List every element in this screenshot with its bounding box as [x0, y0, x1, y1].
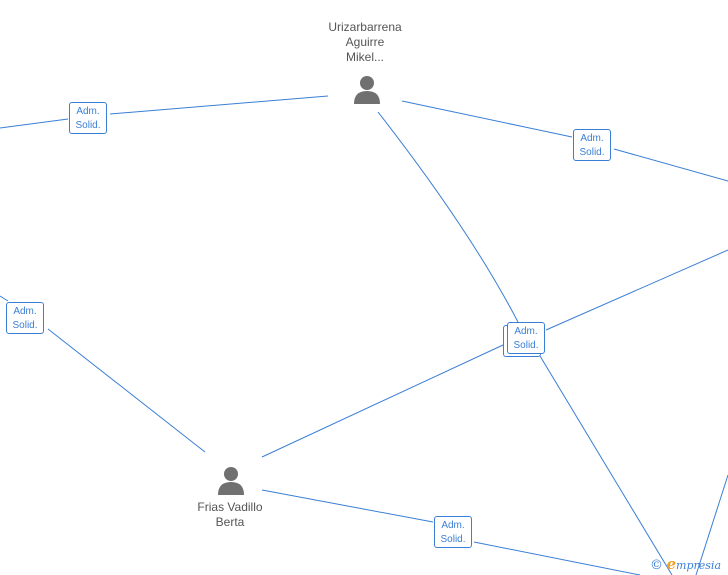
person-icon[interactable] [352, 74, 382, 104]
role-box-adm-solid[interactable]: Adm. Solid. [573, 129, 611, 161]
role-label: Adm. [76, 106, 100, 117]
edge [401, 100, 573, 138]
edge [377, 111, 519, 323]
edge [613, 148, 728, 182]
edge [0, 118, 69, 129]
role-label: Adm. [514, 326, 538, 337]
role-label: Solid. [513, 340, 539, 351]
role-box-adm-solid[interactable]: Adm. Solid. [69, 102, 107, 134]
person-name-urizarbarrena[interactable]: Urizarbarrena Aguirre Mikel... [328, 20, 402, 64]
brand-text: mpresia [676, 559, 722, 572]
edge [109, 95, 329, 115]
edge [545, 249, 728, 331]
person-icon[interactable] [216, 465, 246, 495]
empresia-logo: © empresia [650, 555, 721, 573]
role-label: Solid. [12, 320, 38, 331]
role-box-adm-solid[interactable]: Adm. Solid. [6, 302, 44, 334]
edge [473, 541, 641, 575]
role-label: Solid. [579, 147, 605, 158]
edge [695, 474, 728, 575]
role-label: Adm. [580, 133, 604, 144]
role-label: Solid. [75, 120, 101, 131]
edge [47, 328, 206, 453]
person-name-frias[interactable]: Frias Vadillo Berta [197, 500, 263, 529]
copyright-icon: © [650, 558, 663, 573]
role-label: Adm. [441, 520, 465, 531]
role-box-adm-solid[interactable]: Adm. Solid. [434, 516, 472, 548]
edge [0, 295, 9, 302]
edge [539, 355, 673, 575]
brand-e: e [666, 555, 677, 573]
edge [261, 344, 504, 458]
edge [261, 489, 434, 523]
role-box-adm-solid[interactable]: Adm. Solid. [507, 322, 545, 354]
role-label: Solid. [440, 534, 466, 545]
role-label: Adm. [13, 306, 37, 317]
